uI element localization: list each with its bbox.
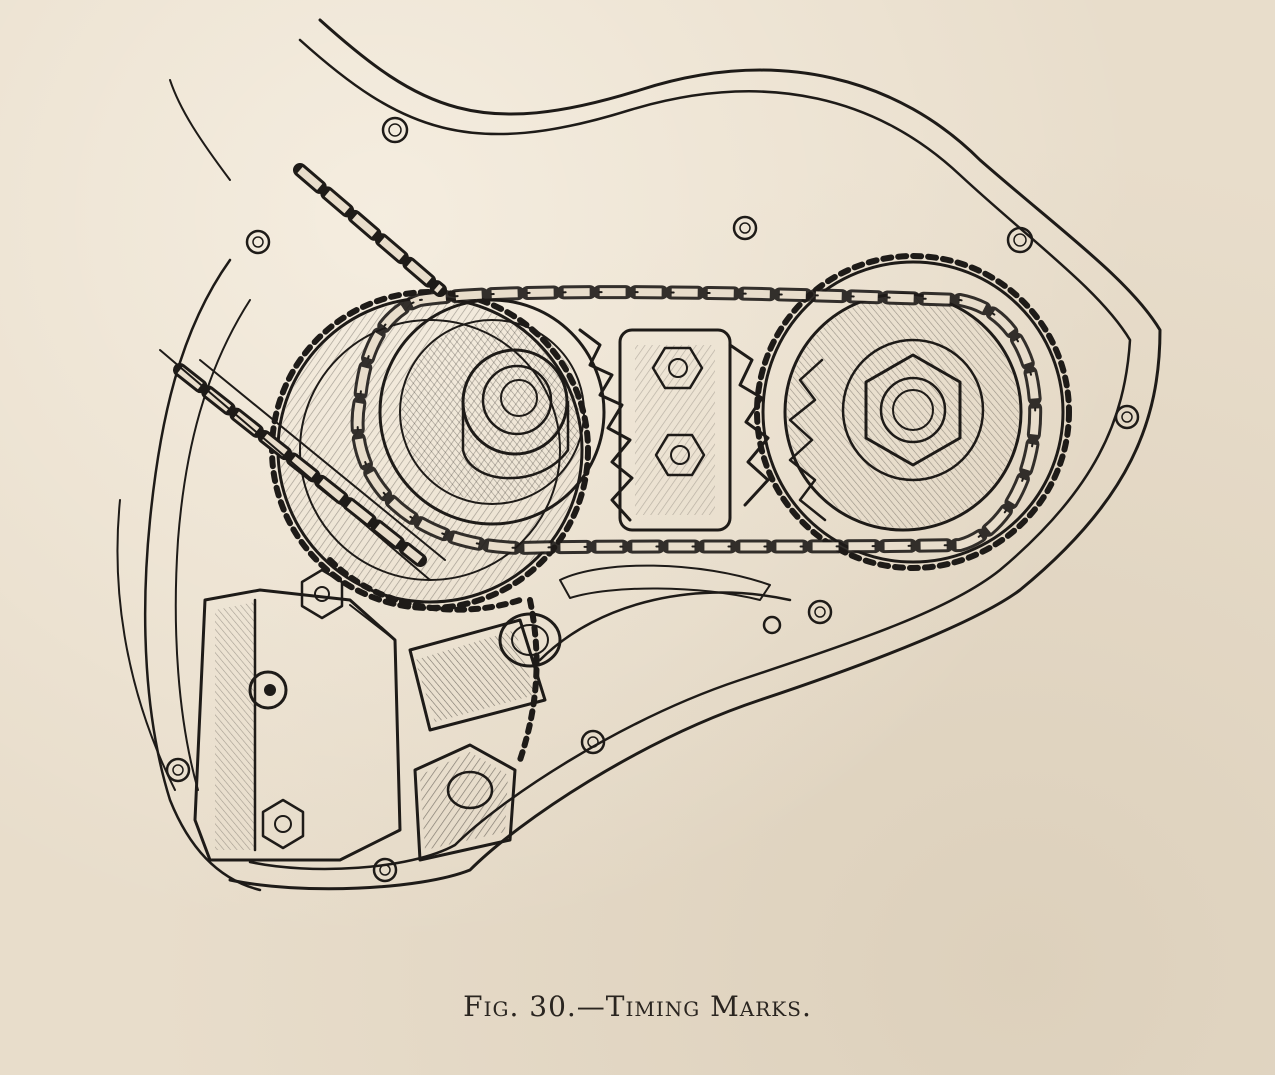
intermediate-gear [578, 328, 770, 532]
contact-breaker-housing [193, 568, 402, 862]
timing-gear-illustration [116, 18, 1162, 892]
casing-bolts [165, 116, 1140, 883]
pump-drive-shaft [408, 612, 562, 862]
timing-chain [350, 285, 1043, 555]
left-sprocket [378, 298, 606, 526]
chain-tensioner [538, 564, 792, 662]
figure-caption: Fig. 30.—Timing Marks. [463, 990, 812, 1023]
lower-gear-teeth [327, 557, 540, 763]
primary-chain-upper [159, 163, 447, 581]
right-sprocket [754, 253, 1072, 571]
